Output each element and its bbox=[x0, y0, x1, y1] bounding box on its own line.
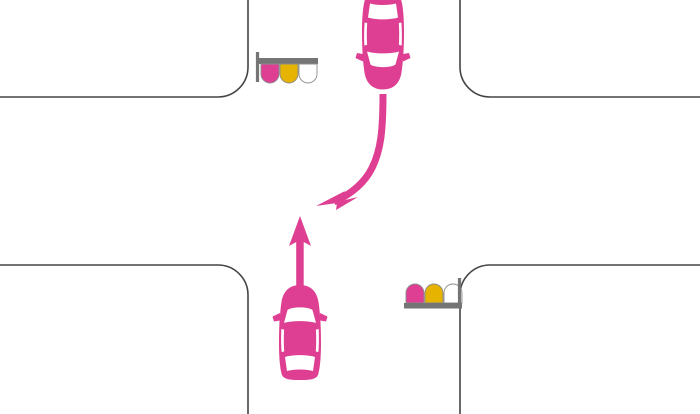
road-edge-top-right bbox=[459, 0, 700, 98]
turn-path-stroke bbox=[332, 93, 387, 206]
vehicle-south[interactable] bbox=[272, 285, 328, 380]
signal-bar-icon bbox=[404, 303, 462, 309]
signal-bar-icon bbox=[256, 58, 318, 64]
signal-yellow-lamp-icon bbox=[424, 283, 444, 304]
traffic-signal-top-left[interactable] bbox=[255, 52, 318, 84]
road-edge-bottom-left bbox=[0, 264, 249, 414]
signal-red-lamp-icon bbox=[405, 283, 425, 304]
road-edge-top-left bbox=[0, 0, 249, 98]
vehicle-north-body bbox=[355, 0, 411, 90]
vehicle-north[interactable] bbox=[355, 0, 411, 90]
turn-path-arrowhead-icon bbox=[316, 191, 358, 210]
traffic-signal-bottom-right[interactable] bbox=[404, 278, 463, 309]
signal-red-lamp-icon bbox=[260, 63, 280, 84]
straight-path-stroke bbox=[296, 238, 304, 288]
signal-green-lamp-icon bbox=[443, 283, 463, 304]
signal-green-lamp-icon bbox=[298, 63, 318, 84]
turn-path-arrow bbox=[316, 93, 387, 210]
straight-path-arrow bbox=[289, 216, 311, 288]
road-edge-bottom-right bbox=[459, 264, 700, 414]
signal-yellow-lamp-icon bbox=[279, 63, 299, 84]
straight-path-arrowhead-icon bbox=[289, 216, 311, 246]
vehicle-south-body bbox=[272, 285, 328, 380]
